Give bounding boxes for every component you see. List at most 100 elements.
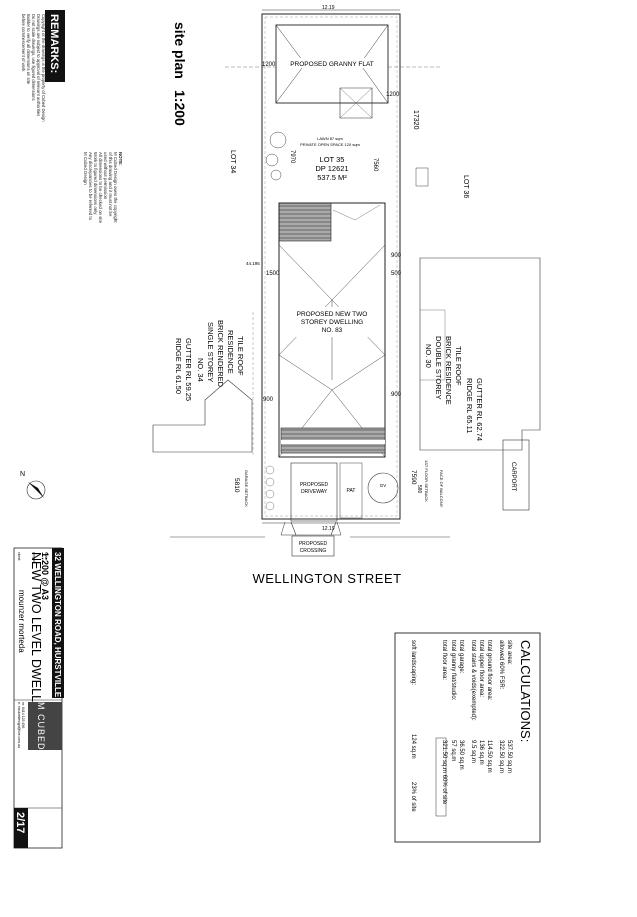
svg-text:N: N xyxy=(20,471,25,478)
lot-36-label: LOT 36 xyxy=(462,175,469,198)
dim-7970: 7970 xyxy=(289,150,295,164)
svg-text:SINGLE STOREY: SINGLE STOREY xyxy=(206,322,215,382)
front-yard: PROPOSED DRIVEWAY PAT GV xyxy=(265,462,399,522)
svg-text:RESIDENCE: RESIDENCE xyxy=(226,330,235,374)
dim-900b: 900 xyxy=(263,397,274,403)
svg-text:12.19: 12.19 xyxy=(322,526,335,532)
svg-text:project:: project: xyxy=(32,552,36,564)
svg-text:total ground floor area:: total ground floor area: xyxy=(486,640,492,701)
calc-rows: site area: 537.50 sq.m allowed 60% FSR: … xyxy=(410,640,512,817)
svg-text:NO. 34: NO. 34 xyxy=(196,358,205,382)
dim-44195: 44.195 xyxy=(246,261,260,266)
dim-900a: 900 xyxy=(391,253,402,259)
svg-text:TILE ROOF: TILE ROOF xyxy=(454,346,463,386)
site-boundary xyxy=(261,13,401,520)
dim-900c: 900 xyxy=(391,392,402,398)
garage-setback: GARAGE SETBACK xyxy=(244,470,249,507)
sheet-scale: 1:200 xyxy=(172,90,188,126)
dwelling-label-2: STOREY DWELLING xyxy=(301,319,363,326)
tb-sheet-no: 2/17 xyxy=(14,812,26,833)
crossing: PROPOSED CROSSING xyxy=(280,521,342,557)
svg-text:PROPOSED: PROPOSED xyxy=(299,541,328,547)
dim-1200a: 1200 xyxy=(262,62,276,68)
tb-address: 32 WELLINGTON ROAD, HURSTVILLE xyxy=(53,552,62,698)
granny-flat-label: PROPOSED GRANNY FLAT xyxy=(290,61,374,68)
svg-text:e: mcubedesign@live.com.au: e: mcubedesign@live.com.au xyxy=(17,702,21,748)
svg-text:114.50 sq.m: 114.50 sq.m xyxy=(486,740,492,773)
svg-text:RIDGE RL 61.50: RIDGE RL 61.50 xyxy=(174,338,183,394)
svg-text:total granny flat/studio:: total granny flat/studio: xyxy=(450,640,456,701)
svg-text:All dimensions to be checked o: All dimensions to be checked on site xyxy=(98,152,103,224)
svg-text:total floor area:: total floor area: xyxy=(441,640,447,680)
north-arrow-icon: N xyxy=(20,471,46,500)
main-dwelling: PROPOSED NEW TWO STOREY DWELLING NO. 83 xyxy=(278,202,386,458)
site-boundary-inner xyxy=(264,16,398,517)
dwelling-label-1: PROPOSED NEW TWO xyxy=(297,311,368,318)
dim-1200b: 1200 xyxy=(386,92,400,98)
dim-5810: 5810 xyxy=(233,478,240,493)
svg-text:client:: client: xyxy=(17,552,21,561)
svg-text:site area:: site area: xyxy=(506,640,512,665)
svg-text:Do not scale drawings, use fig: Do not scale drawings, use figured dimen… xyxy=(31,14,36,101)
svg-text:36.50 sq.m: 36.50 sq.m xyxy=(458,740,464,770)
dim-1500: 1500 xyxy=(266,271,280,277)
title-block: 32 WELLINGTON ROAD, HURSTVILLE scale: 1:… xyxy=(13,547,64,849)
svg-text:PROPOSED: PROPOSED xyxy=(300,482,329,488)
svg-text:Drawings are subject to approv: Drawings are subject to approval of rele… xyxy=(36,14,41,116)
svg-text:GUTTER RL 62.74: GUTTER RL 62.74 xyxy=(475,378,484,441)
svg-text:9.5 sq.m: 9.5 sq.m xyxy=(470,740,476,763)
svg-text:of this drawing and it must no: of this drawing and it must not be xyxy=(108,152,113,217)
svg-text:Copyright of the drawings is t: Copyright of the drawings is the propert… xyxy=(41,14,46,122)
tank xyxy=(415,167,429,187)
calculations-panel: CALCULATIONS: site area: 537.50 sq.m all… xyxy=(394,632,541,843)
dim-7590: 7590 xyxy=(410,470,417,485)
tb-company: M CUBED DESIGN xyxy=(36,702,46,795)
neighbour-right: NO. 30 DOUBLE STOREY BRICK RESIDENCE TIL… xyxy=(419,257,541,451)
svg-text:allowed 60% FSR:: allowed 60% FSR: xyxy=(498,640,504,690)
svg-text:322.50 sq.m: 322.50 sq.m xyxy=(498,740,504,773)
svg-text:M Cubed Design: M Cubed Design xyxy=(83,152,88,185)
svg-text:537.5 M²: 537.5 M² xyxy=(317,173,347,182)
svg-text:total stairs & voids(exempted): total stairs & voids(exempted): xyxy=(470,640,476,721)
svg-text:321.50 sq.m 60% of site: 321.50 sq.m 60% of site xyxy=(441,740,447,805)
svg-text:used without permission: used without permission xyxy=(103,152,108,200)
svg-text:NO. 30: NO. 30 xyxy=(424,344,433,368)
svg-text:BRICK RESIDENCE: BRICK RESIDENCE xyxy=(444,336,453,405)
remarks-block: REMARKS: Copyright of the drawings is th… xyxy=(21,10,65,122)
note-block: NOTE: M Cubed Design owns the copyright … xyxy=(83,152,123,224)
remarks-text: Copyright of the drawings is the propert… xyxy=(21,14,46,122)
svg-text:23% of site: 23% of site xyxy=(410,782,416,812)
svg-text:CARPORT: CARPORT xyxy=(510,462,516,492)
tb-scale: 1:200 @ A3 xyxy=(40,552,50,600)
svg-text:GUTTER RL 59.25: GUTTER RL 59.25 xyxy=(184,338,193,401)
svg-text:Any discrepancies to be referr: Any discrepancies to be referred to xyxy=(88,152,93,221)
svg-text:CROSSING: CROSSING xyxy=(300,548,327,554)
svg-text:total garage:: total garage: xyxy=(458,640,464,674)
remarks-heading: REMARKS: xyxy=(48,14,60,73)
sheet-title: site plan xyxy=(172,22,188,79)
svg-text:PAT: PAT xyxy=(347,488,356,494)
svg-text:m: 0414 123 456: m: 0414 123 456 xyxy=(21,702,25,728)
street-name: WELLINGTON STREET xyxy=(252,571,401,586)
svg-text:soft landscaping:: soft landscaping: xyxy=(410,640,416,685)
svg-text:NOTE:: NOTE: xyxy=(118,152,123,166)
lot-34-label: LOT 34 xyxy=(229,150,236,173)
svg-text:537.50 sq.m: 537.50 sq.m xyxy=(506,740,512,773)
front-setback: 1ST FLOOR SETBACK xyxy=(424,460,429,502)
svg-text:LOT 35: LOT 35 xyxy=(320,155,345,164)
svg-text:Builder to verify all dimensio: Builder to verify all dimensions on site xyxy=(26,14,31,85)
svg-text:136 sq.m: 136 sq.m xyxy=(478,740,484,765)
dim-top: 12.19 xyxy=(262,5,400,11)
svg-text:DOUBLE STOREY: DOUBLE STOREY xyxy=(434,336,443,400)
granny-flat: PROPOSED GRANNY FLAT xyxy=(275,24,389,119)
svg-text:total upper floor area:: total upper floor area: xyxy=(478,640,484,697)
calc-heading: CALCULATIONS: xyxy=(518,640,533,742)
lot-info: LOT 35 DP 12621 537.5 M² xyxy=(315,155,348,182)
svg-text:M Cubed Design owns the copyri: M Cubed Design owns the copyright xyxy=(113,152,118,223)
tb-project: NEW TWO LEVEL DWELLING xyxy=(29,552,43,724)
svg-text:PRIVATE OPEN SPACE 120 sqm: PRIVATE OPEN SPACE 120 sqm xyxy=(300,142,360,147)
svg-text:Work to figured dimensions onl: Work to figured dimensions only xyxy=(93,152,98,215)
svg-text:scale:: scale: xyxy=(44,552,48,561)
svg-text:before commencement of work: before commencement of work xyxy=(21,14,26,72)
